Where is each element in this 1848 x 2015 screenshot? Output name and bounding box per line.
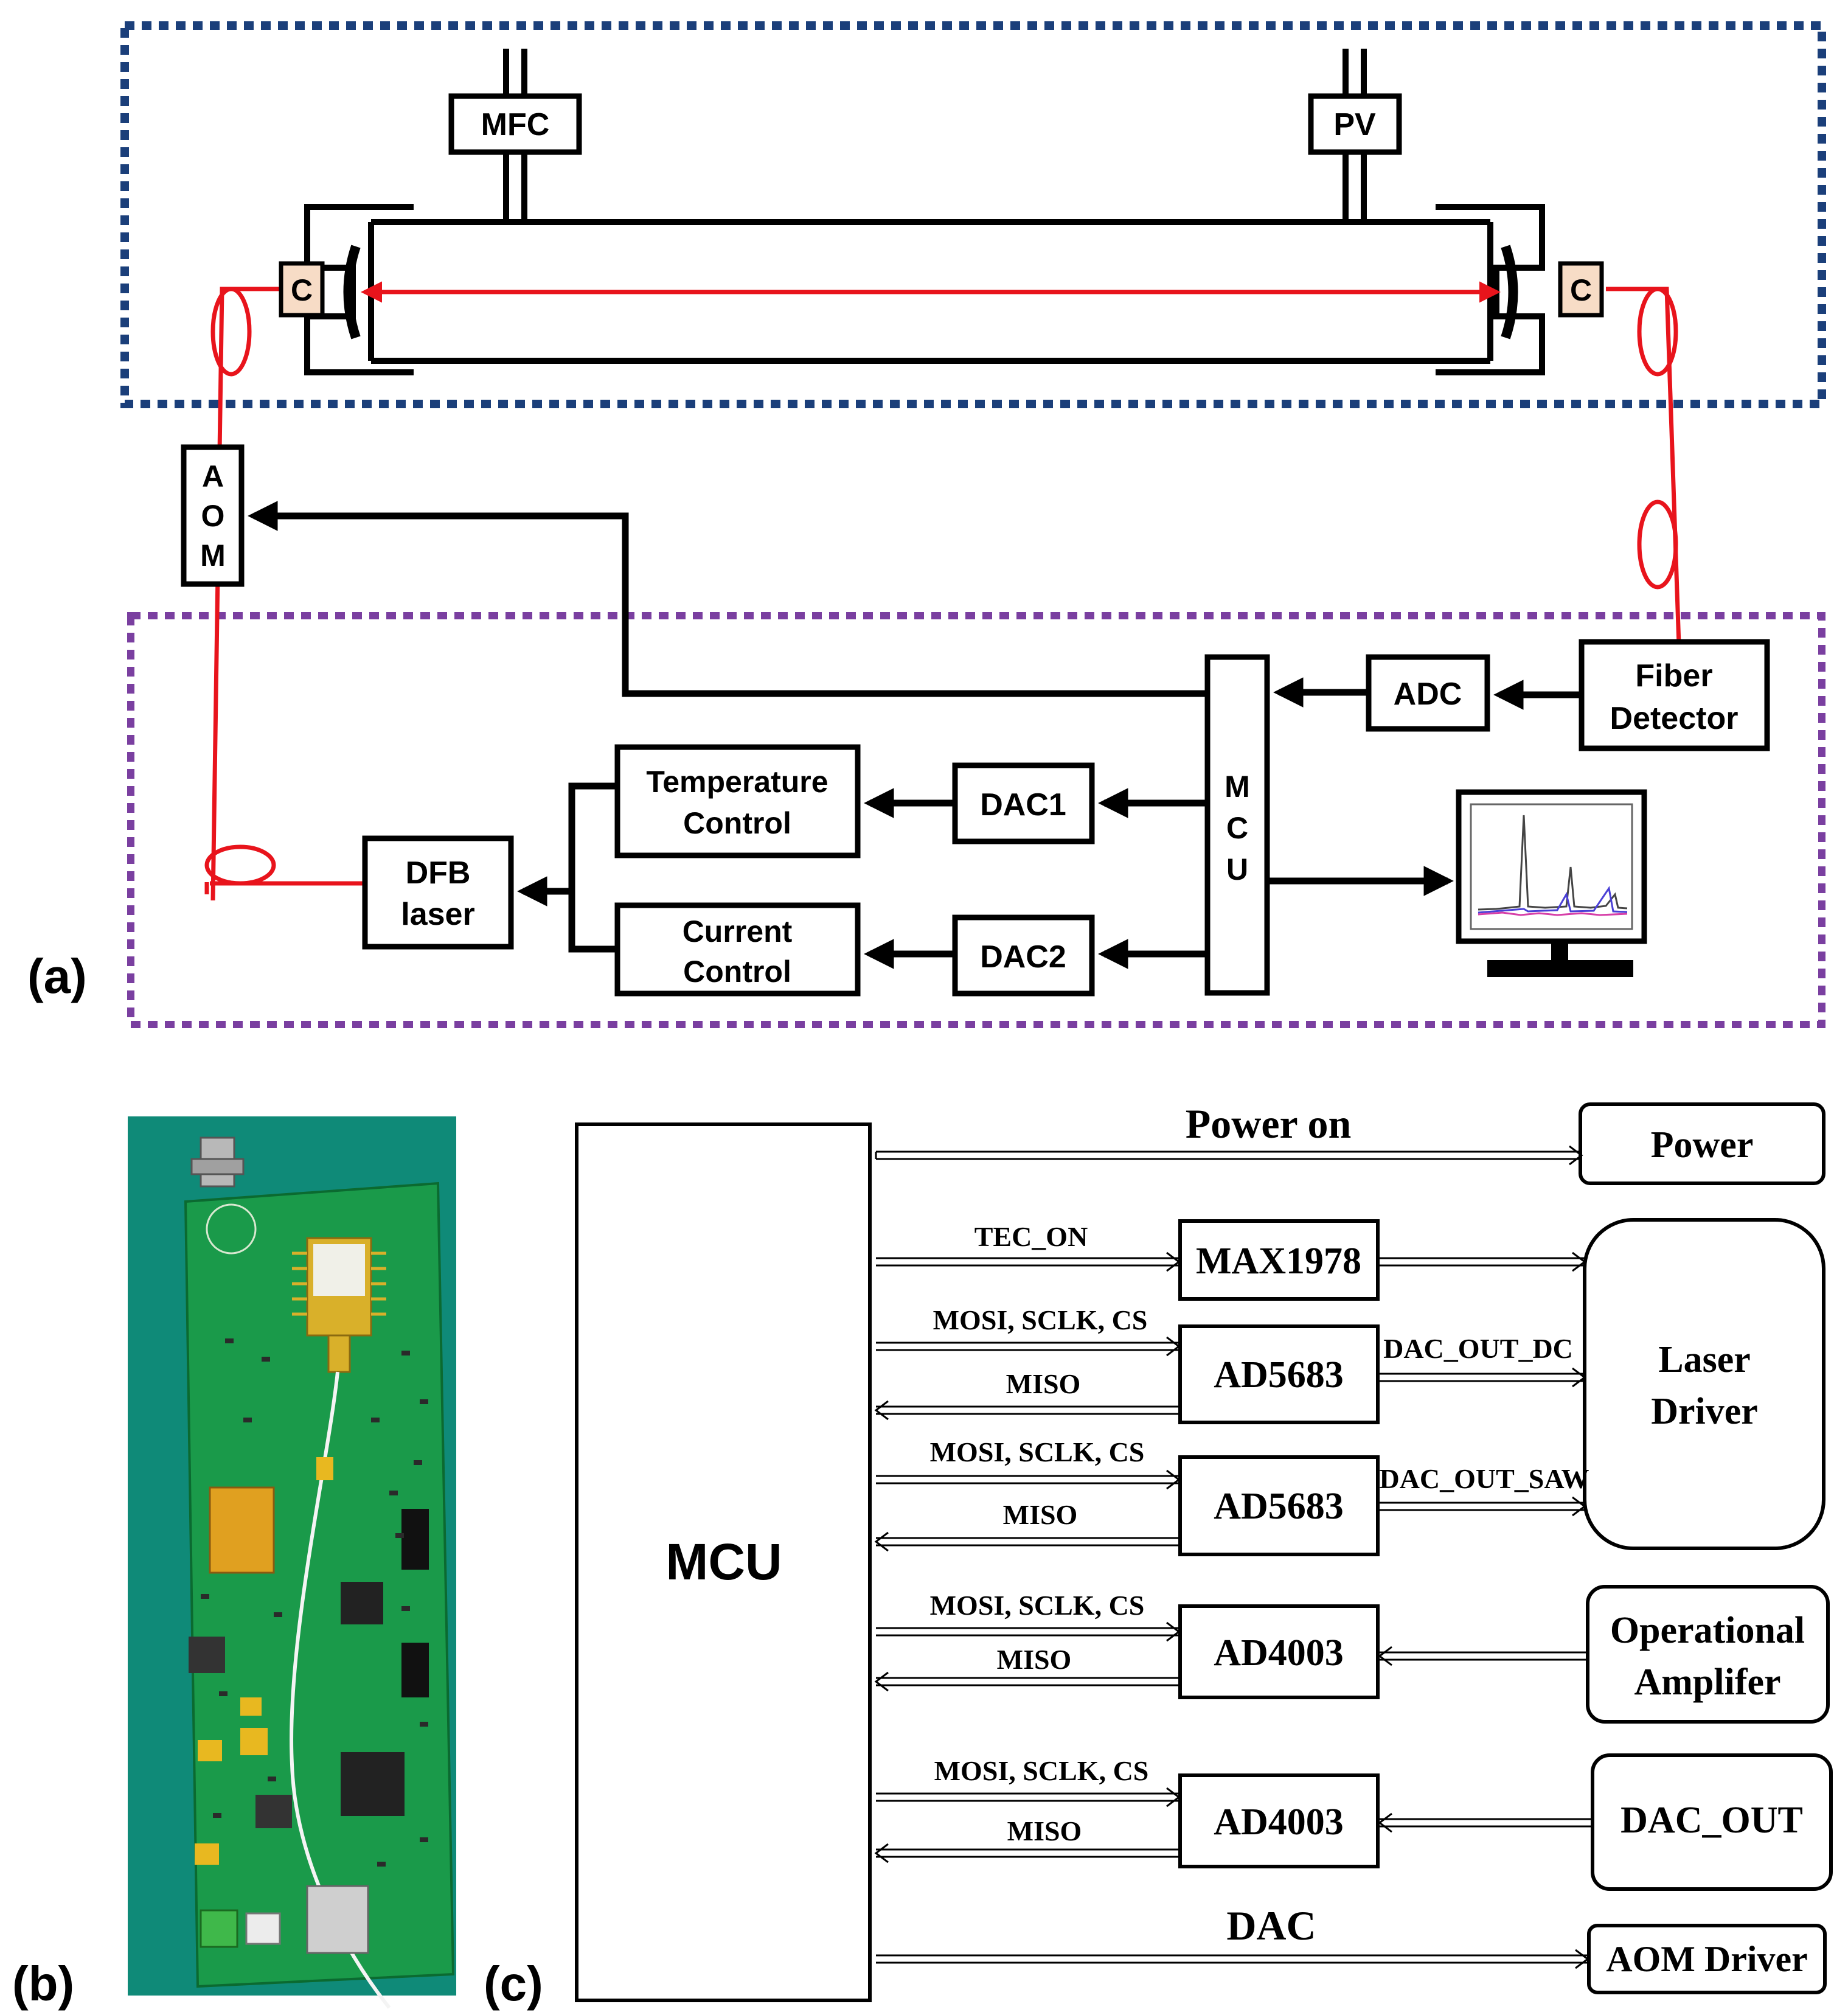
- miso-4-label: MISO: [1007, 1815, 1082, 1846]
- panel-a: MFC PV C C A O M Fiber Detector ADC: [27, 21, 1826, 1028]
- coupler-right-label: C: [1570, 273, 1592, 307]
- spi-2-label: MOSI, SCLK, CS: [930, 1436, 1145, 1467]
- max1978-label: MAX1978: [1196, 1241, 1361, 1282]
- pv-box: [1308, 93, 1402, 155]
- spi-4-label: MOSI, SCLK, CS: [934, 1755, 1149, 1786]
- miso-3-label: MISO: [997, 1644, 1072, 1675]
- gas-cell-frame: [120, 21, 1826, 408]
- fiber-detector-line-2: Detector: [1610, 701, 1739, 736]
- pcb-header: [401, 1509, 429, 1570]
- ad5683-dc-label: AD5683: [1214, 1354, 1344, 1396]
- miso-1-label: MISO: [1006, 1368, 1081, 1399]
- dac-out-saw-label: DAC_OUT_SAW: [1379, 1463, 1589, 1494]
- dfb-laser-box: [362, 835, 514, 950]
- mcu-letter-1: M: [1224, 770, 1250, 804]
- coupler-left: [279, 261, 325, 318]
- left-mirror: [343, 245, 361, 339]
- aom-letter-3: M: [200, 538, 226, 572]
- spi-1-label: MOSI, SCLK, CS: [933, 1304, 1148, 1335]
- bus-arrows: [874, 1145, 1593, 1969]
- power-label: Power: [1651, 1124, 1754, 1166]
- monitor-icon: [1456, 789, 1647, 977]
- fiber-detector-line-1: Fiber: [1635, 658, 1712, 694]
- max1978-box: [1178, 1219, 1380, 1301]
- laser-driver-box: [1583, 1218, 1825, 1550]
- panel-c: MCU Power MAX1978 Laser Driver AD5683 AD…: [484, 1101, 1833, 2011]
- coupler-left-label: C: [291, 273, 313, 307]
- aom-letter-2: O: [201, 499, 225, 533]
- control-frame: [127, 612, 1825, 1028]
- mcu-letter-3: U: [1226, 852, 1248, 886]
- dac1-label: DAC1: [980, 787, 1066, 823]
- ad4003-dac-label: AD4003: [1214, 1801, 1344, 1843]
- power-on-label: Power on: [1186, 1101, 1352, 1147]
- ad4003-opamp-box: [1178, 1604, 1380, 1699]
- op-amp-line-2: Amplifer: [1634, 1662, 1780, 1703]
- panel-label-b: (b): [12, 1957, 74, 2011]
- panel-label-a: (a): [27, 949, 87, 1003]
- current-control-box: [614, 902, 861, 997]
- temperature-control-line-2: Control: [683, 806, 791, 840]
- pcb-ic-4: [255, 1795, 292, 1828]
- dac-out-label: DAC_OUT: [1620, 1800, 1803, 1841]
- aom-letter-1: A: [202, 459, 224, 493]
- ad5683-dc-box: [1178, 1324, 1380, 1424]
- ad4003-dac-box: [1178, 1773, 1380, 1868]
- right-mirror: [1501, 245, 1518, 339]
- panel-label-c: (c): [484, 1957, 543, 2011]
- dfb-laser-line-1: DFB: [406, 855, 471, 891]
- miso-2-label: MISO: [1003, 1499, 1078, 1530]
- pcb-ic-3: [189, 1637, 225, 1673]
- ad4003-opamp-label: AD4003: [1214, 1632, 1344, 1674]
- mcu-box-c: [575, 1122, 872, 2002]
- mcu-label-c: MCU: [665, 1533, 782, 1590]
- laser-driver-line-2: Driver: [1651, 1391, 1758, 1432]
- op-amp-box: [1586, 1585, 1830, 1724]
- mcu-letter-2: C: [1226, 811, 1248, 845]
- mcu-box-a: [1204, 654, 1270, 996]
- dfb-laser-line-2: laser: [401, 897, 474, 932]
- temperature-control-line-1: Temperature: [646, 765, 828, 799]
- ad5683-saw-box: [1178, 1455, 1380, 1556]
- current-control-line-2: Control: [683, 955, 791, 989]
- dac2-label: DAC2: [980, 939, 1066, 975]
- fiber-path: [204, 287, 1681, 901]
- mfc-label: MFC: [481, 107, 550, 142]
- op-amp-line-1: Operational: [1610, 1610, 1805, 1651]
- aom-driver-label: AOM Driver: [1606, 1939, 1808, 1979]
- temperature-control-box: [614, 744, 861, 858]
- tec-on-label: TEC_ON: [974, 1221, 1088, 1252]
- adc-box: [1366, 654, 1490, 732]
- ad5683-saw-label: AD5683: [1214, 1486, 1344, 1527]
- spi-3-label: MOSI, SCLK, CS: [930, 1590, 1145, 1621]
- aom-box: [181, 444, 245, 587]
- power-resistor: [209, 1486, 275, 1574]
- laser-driver-line-1: Laser: [1658, 1339, 1751, 1380]
- signal-lines-a: [248, 501, 1582, 969]
- pv-label: PV: [1333, 107, 1376, 142]
- dac-label: DAC: [1226, 1902, 1316, 1949]
- panel-b: (b): [12, 1116, 456, 2011]
- dac-out-box: [1591, 1753, 1833, 1891]
- coupler-right: [1558, 261, 1604, 318]
- dac-out-dc-label: DAC_OUT_DC: [1383, 1333, 1573, 1364]
- power-box: [1579, 1102, 1825, 1185]
- pcb-ic-2: [341, 1752, 405, 1816]
- terminal-block: [200, 1909, 238, 1948]
- pcb-ic-1: [341, 1582, 383, 1624]
- usb-port: [306, 1885, 369, 1954]
- adc-label: ADC: [1394, 677, 1462, 712]
- mfc-box: [448, 93, 582, 155]
- current-control-line-1: Current: [683, 914, 793, 948]
